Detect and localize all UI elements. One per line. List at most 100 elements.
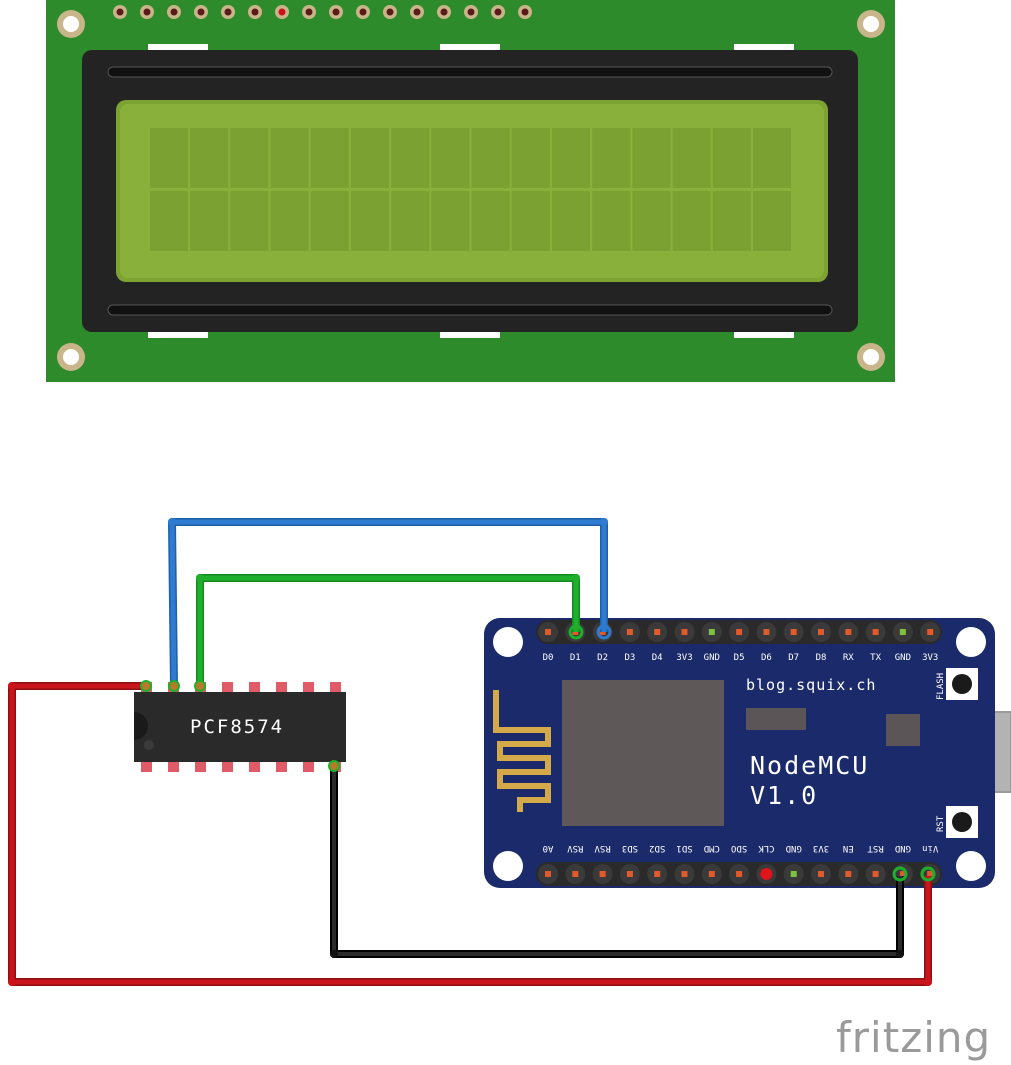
top-pin-label: RX bbox=[843, 653, 854, 663]
wires bbox=[8, 518, 936, 986]
lcd-mount-holes bbox=[57, 10, 885, 371]
lcd-header-pin bbox=[437, 5, 451, 19]
top-pin-label: 3V3 bbox=[922, 653, 938, 663]
bottom-pin-label: EN bbox=[843, 843, 854, 853]
lcd-header-pin bbox=[140, 5, 154, 19]
lcd-char-cell bbox=[270, 191, 309, 251]
header-pin[interactable] bbox=[838, 864, 859, 884]
header-pin[interactable] bbox=[756, 864, 777, 884]
lcd-header-pin bbox=[383, 5, 397, 19]
rst-button[interactable] bbox=[946, 806, 978, 838]
lcd-char-cell bbox=[150, 128, 188, 188]
bottom-pin-label: RST bbox=[867, 843, 884, 853]
board-name-line1: NodeMCU bbox=[750, 751, 869, 780]
header-pin[interactable] bbox=[701, 622, 722, 642]
header-pin[interactable] bbox=[756, 622, 777, 642]
top-pin-row bbox=[538, 622, 941, 642]
header-pin[interactable] bbox=[619, 622, 640, 642]
header-pin[interactable] bbox=[783, 622, 804, 642]
chip-pin bbox=[303, 760, 314, 772]
top-pin-label: D7 bbox=[788, 653, 799, 663]
header-pin[interactable] bbox=[865, 622, 886, 642]
top-pin-label: D8 bbox=[816, 653, 827, 663]
lcd-header-pin bbox=[464, 5, 478, 19]
lcd-header-pin bbox=[167, 5, 181, 19]
chip-pin bbox=[249, 682, 260, 694]
chip-pin bbox=[276, 682, 287, 694]
header-pin[interactable] bbox=[811, 622, 831, 642]
lcd-header-pin bbox=[221, 5, 235, 19]
header-pin[interactable] bbox=[592, 864, 613, 884]
ic-chip-square bbox=[886, 714, 920, 746]
lcd-char-cell bbox=[712, 191, 751, 251]
bottom-pin-label: Vin bbox=[922, 843, 938, 853]
lcd-char-cell bbox=[753, 191, 791, 251]
chip-pin bbox=[168, 760, 179, 772]
flash-button[interactable] bbox=[946, 668, 978, 700]
header-pin[interactable] bbox=[701, 864, 722, 884]
header-pin[interactable] bbox=[811, 864, 831, 884]
lcd-character-cells bbox=[150, 128, 791, 251]
flash-label: FLASH bbox=[936, 673, 946, 700]
lcd-char-cell bbox=[672, 191, 711, 251]
chip-pin bbox=[303, 682, 314, 694]
lcd-char-cell bbox=[190, 128, 229, 188]
header-pin[interactable] bbox=[647, 622, 668, 642]
chip-pin bbox=[276, 760, 287, 772]
bottom-pin-label: SD1 bbox=[676, 843, 692, 853]
lcd-char-cell bbox=[511, 128, 550, 188]
header-pin[interactable] bbox=[892, 622, 913, 642]
top-pin-label: D0 bbox=[543, 653, 554, 663]
lcd-char-cell bbox=[310, 191, 349, 251]
top-pin-label: GND bbox=[895, 653, 911, 663]
lcd-char-cell bbox=[592, 128, 631, 188]
header-pin[interactable] bbox=[783, 864, 804, 884]
lcd-char-cell bbox=[270, 128, 309, 188]
lcd-char-cell bbox=[471, 128, 510, 188]
header-pin[interactable] bbox=[865, 864, 886, 884]
chip-notch bbox=[134, 712, 148, 740]
bottom-pin-label: SDO bbox=[731, 843, 747, 853]
lcd-char-cell bbox=[391, 191, 430, 251]
top-pin-label: D1 bbox=[570, 653, 581, 663]
fritzing-watermark: fritzing bbox=[836, 1013, 991, 1062]
lcd-header-pin bbox=[491, 5, 505, 19]
antenna-trace bbox=[493, 690, 551, 812]
header-pin[interactable] bbox=[619, 864, 640, 884]
header-pin[interactable] bbox=[538, 622, 558, 642]
bottom-pin-label: RSV bbox=[567, 843, 584, 853]
lcd-char-cell bbox=[511, 191, 550, 251]
board-name-line2: V1.0 bbox=[750, 781, 818, 810]
header-pin[interactable] bbox=[674, 864, 695, 884]
header-pin[interactable] bbox=[647, 864, 668, 884]
bottom-pin-label: SD2 bbox=[649, 843, 665, 853]
header-pin[interactable] bbox=[729, 864, 750, 884]
bottom-pin-label: 3V3 bbox=[813, 843, 829, 853]
lcd-char-cell bbox=[230, 128, 269, 188]
lcd-char-cell bbox=[190, 191, 229, 251]
lcd-char-cell bbox=[391, 128, 430, 188]
header-pin[interactable] bbox=[674, 622, 695, 642]
lcd-char-cell bbox=[712, 128, 751, 188]
header-pin[interactable] bbox=[920, 622, 941, 642]
header-pin[interactable] bbox=[538, 864, 558, 884]
lcd-header-pin bbox=[518, 5, 532, 19]
lcd-header-pin bbox=[410, 5, 424, 19]
bottom-pin-label: CLK bbox=[758, 843, 775, 853]
lcd-char-cell bbox=[672, 128, 711, 188]
lcd-char-cell bbox=[552, 191, 590, 251]
lcd-char-cell bbox=[431, 128, 470, 188]
top-pin-label: D3 bbox=[624, 653, 635, 663]
top-pin-label: TX bbox=[870, 653, 881, 663]
lcd-header-pin bbox=[356, 5, 370, 19]
header-pin[interactable] bbox=[838, 622, 859, 642]
header-pin[interactable] bbox=[565, 864, 586, 884]
lcd-header-pins bbox=[113, 5, 532, 19]
website-label: blog.squix.ch bbox=[746, 676, 876, 694]
bottom-pin-label: RSV bbox=[594, 843, 611, 853]
bottom-pin-label: GND bbox=[895, 843, 911, 853]
header-pin[interactable] bbox=[729, 622, 750, 642]
lcd-char-cell bbox=[431, 191, 470, 251]
